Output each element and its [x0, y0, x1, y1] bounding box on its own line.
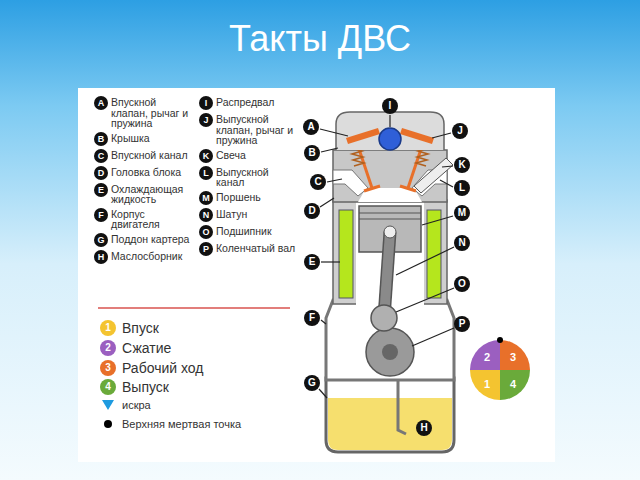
callout-letter: J — [452, 123, 468, 139]
rocker-arm — [400, 128, 434, 144]
callout-letter: A — [303, 119, 319, 135]
piston-ring — [359, 213, 421, 214]
pie-number: 3 — [506, 350, 520, 364]
pie-segment — [500, 340, 530, 370]
spark-triangle — [102, 400, 114, 410]
valve-spring — [416, 148, 429, 166]
part-name: Охлаждающая жидкость — [111, 184, 191, 205]
callout-letter: I — [382, 98, 398, 114]
part-letter: B — [94, 132, 108, 146]
callout-letter: N — [454, 235, 470, 251]
part-name: Поддон картера — [111, 234, 191, 245]
pie-segment — [470, 370, 500, 400]
part-name: Свеча — [216, 150, 300, 161]
callout-letter: D — [304, 203, 320, 219]
valve-cover — [336, 112, 444, 150]
separator-line — [98, 307, 290, 309]
legend-marker — [100, 397, 116, 413]
part-name: Выпускной канал — [216, 167, 300, 188]
oil-sump — [326, 378, 454, 452]
crank-pin-bearing — [371, 305, 397, 331]
callout-letter: O — [454, 276, 470, 292]
stroke-number: 2 — [100, 340, 116, 356]
callout-letter: F — [304, 310, 320, 326]
part-letter: L — [199, 166, 213, 180]
piston-ring — [359, 219, 421, 220]
part-name: Поршень — [216, 192, 300, 203]
part-letter: D — [94, 166, 108, 180]
part-name: Крышка — [111, 133, 191, 144]
part-letter: M — [199, 191, 213, 205]
coolant-left — [339, 210, 353, 298]
stroke-number: 3 — [100, 360, 116, 376]
intake-valve-head — [364, 186, 380, 191]
pie-number: 1 — [480, 377, 494, 391]
callout-letter: E — [304, 254, 320, 270]
part-name: Подшипник — [216, 226, 300, 237]
callout-letter: B — [304, 145, 320, 161]
part-name: Коленчатый вал — [216, 243, 300, 254]
legend-text: Выпуск — [122, 379, 169, 395]
tdc-dot — [497, 337, 503, 343]
part-letter: N — [199, 208, 213, 222]
crankcase — [326, 300, 454, 380]
exhaust-valve-head — [400, 186, 416, 191]
engine-oil — [328, 398, 452, 450]
pie-number: 4 — [506, 377, 520, 391]
part-name: Впускной клапан, рычаг и пружина — [111, 97, 191, 129]
rocker-arm — [346, 128, 380, 144]
part-letter: P — [199, 242, 213, 256]
callout-letter: G — [304, 375, 320, 391]
part-name: Головка блока — [111, 167, 191, 178]
legend-text: Сжатие — [122, 340, 171, 356]
part-name: Впускной канал — [111, 150, 191, 161]
legend-text: искра — [122, 399, 151, 412]
spark-marker — [100, 397, 116, 413]
part-name: Маслосборник — [111, 251, 191, 262]
main-journal — [382, 344, 398, 360]
leader-lines — [319, 115, 454, 398]
intake-port — [333, 170, 368, 196]
valve-spring — [351, 148, 364, 166]
pie-segment — [500, 370, 530, 400]
callout-letter: K — [454, 157, 470, 173]
part-letter: H — [94, 250, 108, 264]
crank-counterweight — [366, 328, 414, 376]
part-letter: I — [199, 96, 213, 110]
legend-text: Рабочий ход — [122, 360, 203, 376]
slide-title: Такты ДВС — [0, 18, 640, 60]
stroke-number: 1 — [100, 320, 116, 336]
callout-letter: H — [416, 420, 432, 436]
camshaft — [379, 128, 401, 150]
spark-plug — [414, 158, 453, 193]
stroke-number: 4 — [100, 379, 116, 395]
part-letter: A — [94, 96, 108, 110]
callout-letter: L — [454, 180, 470, 196]
tdc-marker — [100, 416, 116, 432]
legend-marker — [100, 416, 116, 432]
legend-text: Верхняя мертвая точка — [122, 418, 241, 431]
pie-segment — [470, 340, 500, 370]
part-letter: O — [199, 225, 213, 239]
oil-pickup — [398, 380, 406, 434]
pie-number: 2 — [480, 350, 494, 364]
piston-pin — [384, 226, 396, 238]
part-letter: F — [94, 208, 108, 222]
content-panel — [78, 88, 555, 462]
tdc-dot — [104, 420, 112, 428]
part-letter: C — [94, 149, 108, 163]
callout-letter: M — [454, 205, 470, 221]
part-name: Выпускной клапан, рычаг и пружина — [216, 114, 300, 146]
part-letter: K — [199, 149, 213, 163]
legend-text: Впуск — [122, 320, 159, 336]
part-name: Шатун — [216, 209, 300, 220]
part-letter: G — [94, 233, 108, 247]
callout-letter: P — [454, 316, 470, 332]
part-letter: J — [199, 113, 213, 127]
part-name: Распредвал — [216, 97, 300, 108]
part-letter: E — [94, 183, 108, 197]
part-name: Корпус двигателя — [111, 209, 191, 230]
callout-letter: C — [310, 174, 326, 190]
